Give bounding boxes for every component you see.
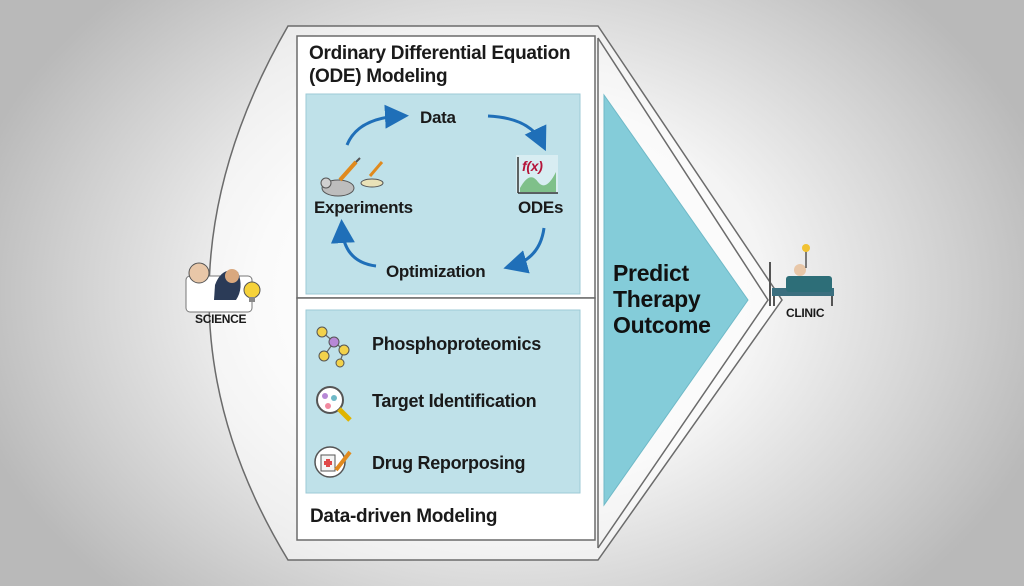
ode-title-line1: Ordinary Differential Equation xyxy=(309,43,571,64)
predict-triangle xyxy=(603,93,749,507)
item-phosphoproteomics: Phosphoproteomics xyxy=(372,334,541,354)
item-target-identification: Target Identification xyxy=(372,391,537,411)
arrow-odes-to-optimization xyxy=(503,227,546,274)
medicine-syringe-icon xyxy=(314,446,352,478)
cycle-label-experiments: Experiments xyxy=(314,198,413,217)
arrow-experiments-to-data xyxy=(345,104,409,146)
predict-line1: Predict xyxy=(613,260,689,286)
scientist-icon xyxy=(185,262,261,313)
data-driven-panel xyxy=(305,309,581,494)
chevron-column xyxy=(597,37,769,549)
science-label: SCIENCE xyxy=(195,312,247,326)
predict-line2: Therapy xyxy=(613,286,701,312)
clinic-label: CLINIC xyxy=(786,306,825,320)
arrow-optimization-to-experiments xyxy=(330,219,377,268)
ode-section-title: Ordinary Differential Equation (ODE) Mod… xyxy=(309,42,571,88)
arrow-data-to-odes xyxy=(487,114,547,152)
predict-outcome-label: Predict Therapy Outcome xyxy=(613,260,711,338)
data-driven-title: Data-driven Modeling xyxy=(310,506,498,527)
hospital-bed-icon xyxy=(769,244,834,306)
item-drug-reporposing: Drug Reporposing xyxy=(372,453,526,473)
cycle-label-optimization: Optimization xyxy=(386,262,486,281)
magnifier-molecule-icon xyxy=(316,386,352,422)
network-nodes-icon xyxy=(316,326,350,368)
predict-line3: Outcome xyxy=(613,312,711,338)
ode-title-line2: (ODE) Modeling xyxy=(309,66,448,87)
function-graph-icon xyxy=(516,155,558,194)
function-icon-text: f(x) xyxy=(522,158,543,174)
cycle-label-data: Data xyxy=(420,108,456,127)
experiments-icon xyxy=(320,157,384,197)
cycle-label-odes: ODEs xyxy=(518,198,564,217)
